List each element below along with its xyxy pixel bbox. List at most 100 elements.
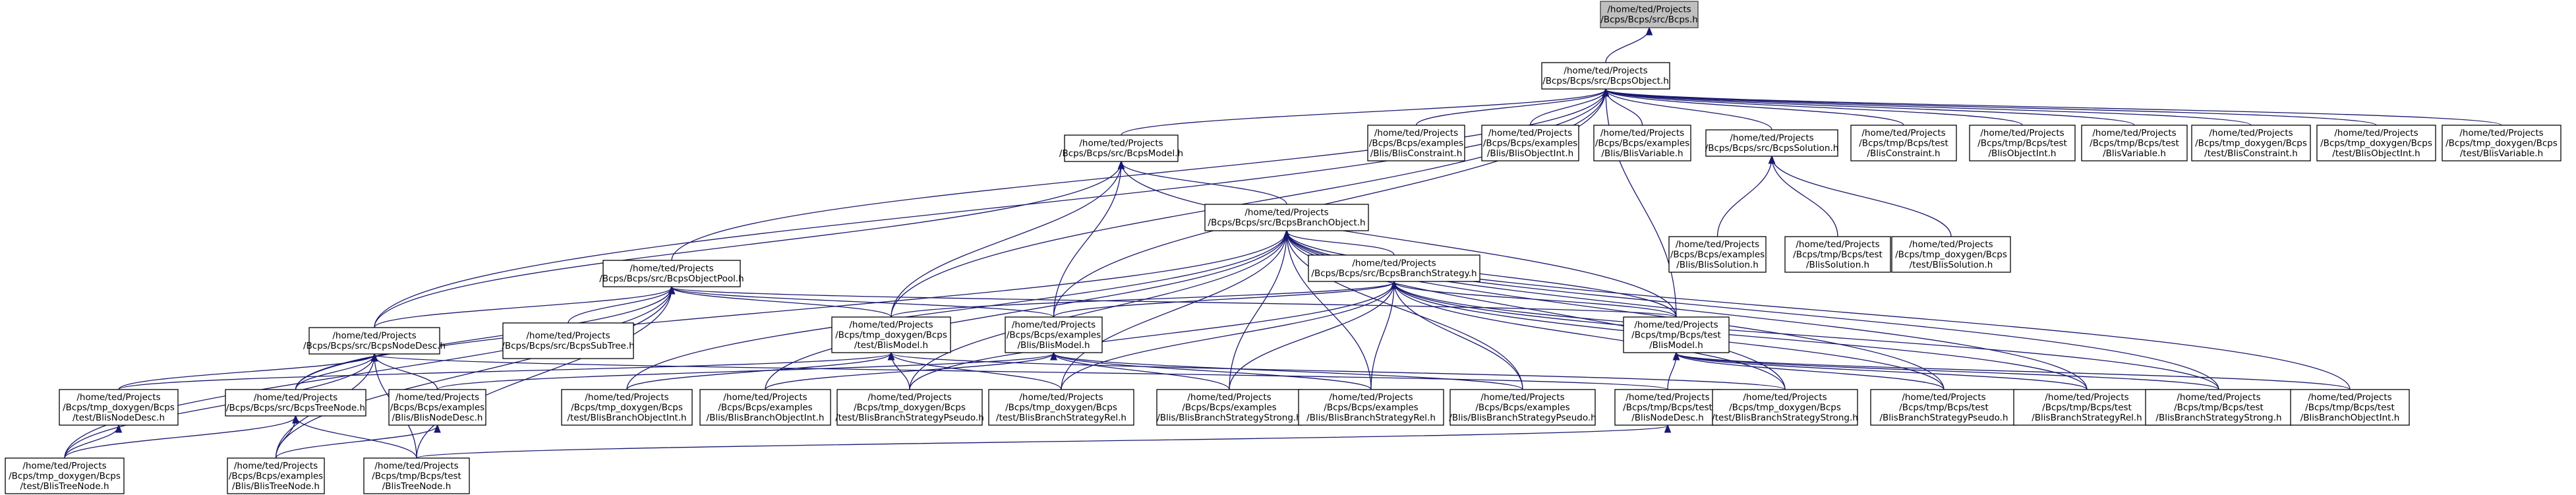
node-dox-blis-solution[interactable]: /home/ted/Projects/Bcps/tmp_doxygen/Bcps…	[1891, 236, 2011, 273]
node-dox-blis-model[interactable]: /home/ted/Projects/Bcps/tmp_doxygen/Bcps…	[831, 316, 951, 353]
node-label-line: /home/ted/Projects	[629, 264, 713, 274]
node-bcps-tree-node[interactable]: /home/ted/Projects/Bcps/Bcps/src/BcpsTre…	[225, 389, 366, 417]
node-label-line: /test/BlisBranchStrategyPseudo.h	[835, 413, 984, 423]
node-ex-blis-object-int[interactable]: /home/ted/Projects/Bcps/Bcps/examples/Bl…	[1481, 125, 1579, 161]
node-ex-blis-solution[interactable]: /home/ted/Projects/Bcps/Bcps/examples/Bl…	[1668, 236, 1767, 273]
node-tmp-blis-branch-strategy-pseudo[interactable]: /home/ted/Projects/Bcps/tmp/Bcps/test/Bl…	[1870, 389, 2018, 426]
node-box[interactable]	[1850, 125, 1957, 161]
node-box[interactable]	[1367, 125, 1465, 161]
node-box[interactable]	[1481, 125, 1579, 161]
node-box[interactable]	[227, 457, 325, 494]
node-box[interactable]	[1064, 134, 1179, 162]
edge-ex-blis-branch-strategy-strong-to-ex-blis-model	[1054, 353, 1230, 390]
node-box[interactable]	[1204, 204, 1369, 231]
node-box[interactable]	[2191, 125, 2311, 161]
node-bcps-model[interactable]: /home/ted/Projects/Bcps/Bcps/src/BcpsMod…	[1059, 134, 1183, 162]
node-label-line: /home/ted/Projects	[1676, 239, 1759, 250]
node-ex-blis-branch-object-int[interactable]: /home/ted/Projects/Bcps/Bcps/examples/Bl…	[699, 389, 831, 426]
node-box[interactable]	[1308, 254, 1480, 282]
node-box[interactable]	[2316, 125, 2436, 161]
node-dox-blis-branch-strategy-rel[interactable]: /home/ted/Projects/Bcps/tmp_doxygen/Bcps…	[988, 389, 1134, 426]
node-bcps-h[interactable]: /home/ted/Projects/Bcps/Bcps/src/Bcps.h	[1600, 1, 1699, 28]
node-box[interactable]	[699, 389, 831, 426]
node-tmp-blis-branch-object-int[interactable]: /home/ted/Projects/Bcps/tmp/Bcps/test/Bl…	[2290, 389, 2410, 426]
node-box[interactable]	[1870, 389, 2018, 426]
node-box[interactable]	[1593, 125, 1691, 161]
edge-ex-blis-tree-node-to-ex-blis-node-desc	[275, 426, 438, 459]
node-box[interactable]	[1623, 316, 1730, 353]
node-box[interactable]	[2145, 389, 2293, 426]
node-box[interactable]	[1298, 389, 1444, 426]
node-box[interactable]	[1705, 129, 1838, 157]
node-tmp-blis-branch-strategy-rel[interactable]: /home/ted/Projects/Bcps/tmp/Bcps/test/Bl…	[2013, 389, 2161, 426]
node-dox-blis-branch-strategy-pseudo[interactable]: /home/ted/Projects/Bcps/tmp_doxygen/Bcps…	[835, 389, 984, 426]
node-dox-blis-object-int[interactable]: /home/ted/Projects/Bcps/tmp_doxygen/Bcps…	[2316, 125, 2436, 161]
node-box[interactable]	[1668, 236, 1767, 273]
node-box[interactable]	[2442, 125, 2561, 161]
node-box[interactable]	[2081, 125, 2188, 161]
node-bcps-object[interactable]: /home/ted/Projects/Bcps/Bcps/src/BcpsObj…	[1541, 62, 1670, 90]
node-tmp-blis-model[interactable]: /home/ted/Projects/Bcps/tmp/Bcps/test/Bl…	[1623, 316, 1730, 353]
node-box[interactable]	[836, 389, 983, 426]
node-box[interactable]	[602, 260, 741, 287]
node-box[interactable]	[2013, 389, 2161, 426]
node-ex-blis-variable[interactable]: /home/ted/Projects/Bcps/Bcps/examples/Bl…	[1593, 125, 1691, 161]
node-box[interactable]	[1541, 62, 1670, 90]
node-ex-blis-model[interactable]: /home/ted/Projects/Bcps/Bcps/examples/Bl…	[1005, 316, 1103, 353]
node-dox-blis-variable[interactable]: /home/ted/Projects/Bcps/tmp_doxygen/Bcps…	[2442, 125, 2561, 161]
node-label-line: /Bcps/Bcps/examples	[1475, 402, 1569, 413]
node-ex-blis-tree-node[interactable]: /home/ted/Projects/Bcps/Bcps/examples/Bl…	[227, 457, 325, 494]
node-box[interactable]	[388, 389, 486, 426]
node-box[interactable]	[5, 457, 125, 494]
node-tmp-blis-branch-strategy-strong[interactable]: /home/ted/Projects/Bcps/tmp/Bcps/test/Bl…	[2145, 389, 2293, 426]
node-tmp-blis-object-int[interactable]: /home/ted/Projects/Bcps/tmp/Bcps/test/Bl…	[1969, 125, 2076, 161]
node-bcps-object-pool[interactable]: /home/ted/Projects/Bcps/Bcps/src/BcpsObj…	[599, 260, 744, 287]
edge-ex-blis-model-to-bcps-model	[1053, 162, 1122, 318]
node-box[interactable]	[1600, 1, 1699, 28]
node-ex-blis-branch-strategy-strong[interactable]: /home/ted/Projects/Bcps/Bcps/examples/Bl…	[1156, 389, 1303, 426]
node-box[interactable]	[831, 316, 951, 353]
node-tmp-blis-node-desc[interactable]: /home/ted/Projects/Bcps/tmp/Bcps/test/Bl…	[1614, 389, 1721, 426]
node-box[interactable]	[225, 389, 366, 417]
node-ex-blis-branch-strategy-pseudo[interactable]: /home/ted/Projects/Bcps/Bcps/examples/Bl…	[1449, 389, 1596, 426]
node-tmp-blis-constraint[interactable]: /home/ted/Projects/Bcps/tmp/Bcps/test/Bl…	[1850, 125, 1957, 161]
node-box[interactable]	[1449, 389, 1596, 426]
node-bcps-sub-tree[interactable]: /home/ted/Projects/Bcps/Bcps/src/BcpsSub…	[502, 322, 635, 359]
node-box[interactable]	[1156, 389, 1303, 426]
node-dox-blis-branch-strategy-strong[interactable]: /home/ted/Projects/Bcps/tmp_doxygen/Bcps…	[1712, 389, 1858, 426]
node-box[interactable]	[1891, 236, 2011, 273]
edge-ex-blis-model-to-bcps-object-pool	[672, 287, 1055, 318]
edge-dox-blis-model-to-bcps-object-pool	[672, 287, 892, 318]
node-bcps-node-desc[interactable]: /home/ted/Projects/Bcps/Bcps/src/BcpsNod…	[303, 327, 446, 355]
node-ex-blis-node-desc[interactable]: /home/ted/Projects/Bcps/Bcps/examples/Bl…	[388, 389, 486, 426]
node-tmp-blis-tree-node[interactable]: /home/ted/Projects/Bcps/tmp/Bcps/test/Bl…	[363, 457, 470, 494]
node-bcps-branch-object[interactable]: /home/ted/Projects/Bcps/Bcps/src/BcpsBra…	[1204, 204, 1369, 231]
node-dox-blis-tree-node[interactable]: /home/ted/Projects/Bcps/tmp_doxygen/Bcps…	[5, 457, 125, 494]
edge-dox-blis-tree-node-to-bcps-tree-node	[64, 417, 296, 459]
node-bcps-solution[interactable]: /home/ted/Projects/Bcps/Bcps/src/BcpsSol…	[1705, 129, 1839, 157]
node-box[interactable]	[2290, 389, 2410, 426]
node-dox-blis-node-desc[interactable]: /home/ted/Projects/Bcps/tmp_doxygen/Bcps…	[59, 389, 179, 426]
node-bcps-branch-strategy[interactable]: /home/ted/Projects/Bcps/Bcps/src/BcpsBra…	[1308, 254, 1480, 282]
node-ex-blis-constraint[interactable]: /home/ted/Projects/Bcps/Bcps/examples/Bl…	[1367, 125, 1465, 161]
node-box[interactable]	[1614, 389, 1721, 426]
node-box[interactable]	[988, 389, 1134, 426]
node-box[interactable]	[1005, 316, 1103, 353]
node-box[interactable]	[561, 389, 693, 426]
node-label-line: /Bcps/tmp/Bcps/test	[1859, 138, 1948, 148]
node-box[interactable]	[363, 457, 470, 494]
node-box[interactable]	[59, 389, 179, 426]
node-dox-blis-branch-object-int[interactable]: /home/ted/Projects/Bcps/tmp_doxygen/Bcps…	[561, 389, 693, 426]
node-box[interactable]	[1969, 125, 2076, 161]
node-label-line: /home/ted/Projects	[1743, 392, 1827, 403]
edge-tmp-blis-branch-strategy-strong-to-bcps-branch-strategy	[1394, 282, 2219, 390]
node-box[interactable]	[502, 322, 634, 359]
node-box[interactable]	[1784, 236, 1891, 273]
node-tmp-blis-solution[interactable]: /home/ted/Projects/Bcps/tmp/Bcps/test/Bl…	[1784, 236, 1891, 273]
node-box[interactable]	[308, 327, 440, 355]
node-box[interactable]	[1712, 389, 1858, 426]
node-tmp-blis-variable[interactable]: /home/ted/Projects/Bcps/tmp/Bcps/test/Bl…	[2081, 125, 2188, 161]
node-dox-blis-constraint[interactable]: /home/ted/Projects/Bcps/tmp_doxygen/Bcps…	[2191, 125, 2311, 161]
node-ex-blis-branch-strategy-rel[interactable]: /home/ted/Projects/Bcps/Bcps/examples/Bl…	[1298, 389, 1444, 426]
node-label-line: /home/ted/Projects	[2092, 128, 2176, 138]
